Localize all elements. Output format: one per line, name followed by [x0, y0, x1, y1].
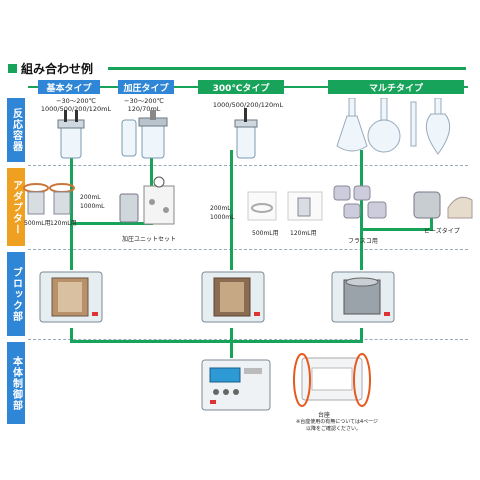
connector-line — [70, 340, 363, 343]
pressure-unit-set — [119, 176, 175, 225]
tab-basic: 基本タイプ — [38, 80, 100, 94]
stand-note-line1: ※台座使用の有無については4ページ — [296, 419, 379, 425]
row-label-reactor: 反応容器 — [7, 98, 25, 162]
label-flask: フラスコ用 — [348, 238, 378, 245]
reactor-vessel-300c — [234, 108, 258, 159]
stand-note-line2: 以降をご確認ください。 — [306, 426, 362, 432]
controller-unit — [201, 359, 271, 411]
adapter-rings-300c — [247, 191, 323, 221]
reactor-flasks-multi — [336, 98, 451, 155]
spec-volume: 1000/500/200/120mL — [212, 101, 284, 109]
spec-basic: −30〜200℃ 1000/500/200/120mL — [36, 97, 116, 113]
tab-multi: マルチタイプ — [328, 80, 464, 94]
adapter-rings-basic — [23, 183, 75, 215]
connector-line — [73, 222, 153, 225]
label-300c-sizes: 200mL 1000mL — [210, 205, 235, 221]
label-500ml: 500mL用 — [24, 220, 51, 227]
tab-300c: 300℃タイプ — [198, 80, 284, 94]
connector-line — [362, 228, 433, 231]
label-300c-120ml: 120mL用 — [290, 230, 317, 237]
connector-line — [70, 328, 73, 342]
row-divider — [28, 165, 468, 166]
connector-line — [70, 150, 73, 270]
row-divider — [28, 249, 468, 250]
flask-adapters — [333, 185, 387, 219]
block-unit-multi — [331, 271, 395, 323]
spec-temp: −30〜200℃ — [124, 97, 164, 105]
spec-volume: 1000/500/200/120mL — [40, 105, 112, 113]
spec-300c: 1000/500/200/120mL — [208, 101, 288, 109]
controller-stand — [293, 353, 371, 407]
connector-line — [360, 150, 363, 270]
reactor-vessel-pressure — [138, 110, 168, 159]
row-label-controller: 本体制御部 — [7, 342, 25, 424]
square-bullet-icon — [8, 64, 17, 73]
label-basic-sizes: 200mL 1000mL — [80, 194, 105, 210]
label-300c-500ml: 500mL用 — [252, 230, 279, 237]
spec-pressure: −30〜200℃ 120/70mL — [112, 97, 176, 113]
label-beads: ビーズタイプ — [424, 228, 460, 235]
label-stand: 台座 — [318, 412, 331, 419]
spec-volume: 120/70mL — [127, 105, 161, 113]
label-120ml: 120mL用 — [50, 220, 77, 227]
reactor-vessel-small — [121, 119, 137, 157]
connector-line — [230, 328, 233, 358]
label-pressure-unit: 加圧ユニットセット — [122, 236, 177, 243]
reactor-vessel-basic — [57, 110, 85, 159]
block-unit-300c — [201, 271, 265, 323]
section-title: 組み合わせ例 — [21, 62, 94, 76]
row-divider — [28, 339, 468, 340]
connector-line — [430, 210, 433, 230]
beads-adapter — [413, 191, 473, 219]
section-header: 組み合わせ例 — [8, 60, 93, 77]
block-unit-basic — [39, 271, 103, 323]
title-rule — [108, 67, 466, 70]
row-label-adapter: アダプター — [7, 168, 25, 246]
connector-line — [230, 150, 233, 270]
spec-temp: −30〜200℃ — [56, 97, 96, 105]
connector-line — [360, 328, 363, 342]
tab-pressure: 加圧タイプ — [118, 80, 174, 94]
row-label-block: ブロック部 — [7, 252, 25, 336]
